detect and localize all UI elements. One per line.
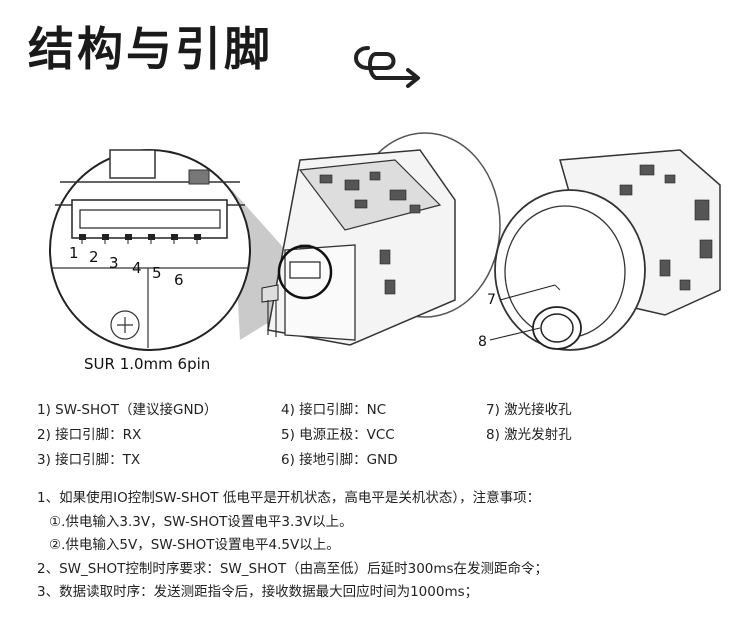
legend-item: 6) 接地引脚：GND	[281, 452, 398, 468]
pin-label-5: 5	[152, 264, 162, 282]
arrow-path-icon	[354, 46, 420, 88]
note-1b: ②.供电输入5V，SW-SHOT设置电平4.5V以上。	[49, 537, 340, 553]
legend-item: 8) 激光发射孔	[486, 427, 572, 443]
page-title: 结构与引脚	[28, 22, 273, 76]
legend-column-2: 4) 接口引脚：NC 5) 电源正极：VCC 6) 接地引脚：GND	[281, 398, 398, 473]
legend-item: 4) 接口引脚：NC	[281, 402, 387, 418]
notes-section: 1、如果使用IO控制SW-SHOT 低电平是开机状态，高电平是关机状态），注意事…	[37, 487, 548, 605]
legend-item: 1) SW-SHOT（建议接GND）	[37, 402, 218, 418]
callout-7: 7	[487, 292, 496, 308]
pin-label-3: 3	[109, 254, 119, 272]
connector-magnifier	[49, 149, 251, 351]
note-2: 2、SW_SHOT控制时序要求：SW_SHOT（由高至低）后延时300ms在发测…	[37, 560, 549, 577]
connector-caption: SUR 1.0mm 6pin	[84, 355, 211, 373]
legend-item: 5) 电源正极：VCC	[281, 427, 395, 443]
legend-item: 3) 接口引脚：TX	[37, 452, 141, 468]
legend-item: 7) 激光接收孔	[486, 402, 572, 418]
pin-label-1: 1	[69, 244, 79, 262]
note-1: 1、如果使用IO控制SW-SHOT 低电平是开机状态，高电平是关机状态），注意事…	[37, 490, 541, 506]
legend-column-3: 7) 激光接收孔 8) 激光发射孔	[486, 398, 572, 448]
pin-label-4: 4	[132, 259, 142, 277]
callout-8: 8	[478, 334, 487, 350]
legend-column-1: 1) SW-SHOT（建议接GND） 2) 接口引脚：RX 3) 接口引脚：TX	[37, 398, 217, 473]
legend-item: 2) 接口引脚：RX	[37, 427, 142, 443]
note-3: 3、数据读取时序：发送测距指令后，接收数据最大回应时间为1000ms；	[37, 584, 479, 600]
pin-label-2: 2	[89, 248, 99, 266]
note-1a: ①.供电输入3.3V，SW-SHOT设置电平3.3V以上。	[49, 513, 353, 530]
pin-label-6: 6	[174, 271, 184, 289]
